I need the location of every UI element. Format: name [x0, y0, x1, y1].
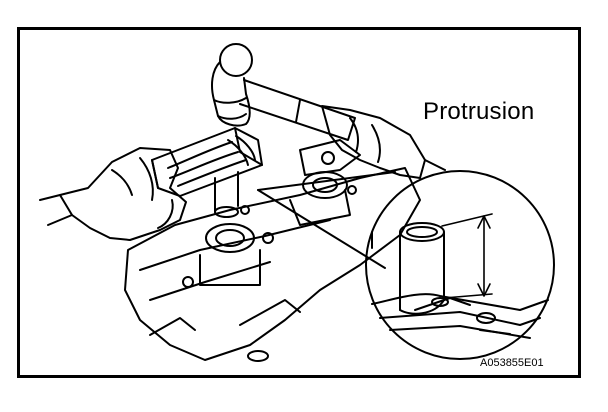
- hand-icon: [321, 105, 446, 179]
- wood-block-icon: [151, 127, 263, 197]
- cylinder-head-icon: [124, 139, 421, 362]
- hand-icon: [39, 147, 187, 241]
- dimension-arrow-icon: [441, 213, 493, 299]
- protrusion-label: Protrusion: [423, 98, 535, 125]
- hammer-icon: [211, 43, 356, 141]
- figure-frame: [17, 27, 581, 378]
- valve-guide-bush-icon: [214, 171, 239, 218]
- figure-code: A053855E01: [480, 357, 544, 369]
- magnifier-callout-icon: [257, 170, 555, 360]
